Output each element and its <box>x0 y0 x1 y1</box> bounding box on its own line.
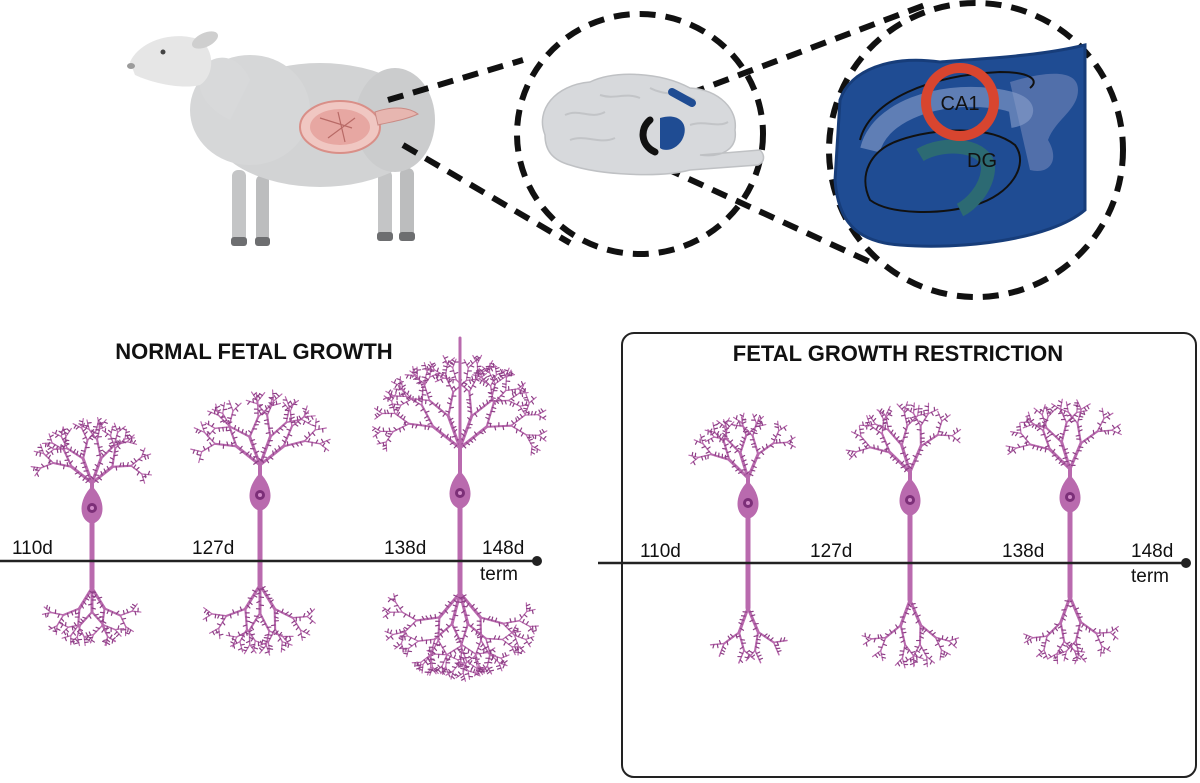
hippocampus-marker-icon <box>639 88 696 156</box>
dg-label: DG <box>967 150 997 172</box>
ca1-ring-icon <box>921 63 999 141</box>
fgr-timeline-endpoint <box>1181 558 1191 568</box>
fgr-panel-title: FETAL GROWTH RESTRICTION <box>733 341 1063 366</box>
normal-tick-110d: 110d <box>12 538 53 559</box>
hippocampus-zoom-circle <box>826 0 1126 300</box>
brain-icon <box>541 73 765 176</box>
fgr-neurons-group <box>688 398 1122 669</box>
neuron-icon <box>30 416 153 647</box>
ca1-label: CA1 <box>941 93 980 115</box>
neuron-icon <box>845 401 962 669</box>
normal-timeline-endpoint <box>532 556 542 566</box>
fgr-tick-148d: 148d <box>1131 541 1173 562</box>
fgr-panel-box <box>621 332 1197 778</box>
fgr-tick-110d: 110d <box>640 541 681 562</box>
normal-tick-148d: 148d <box>482 538 524 559</box>
normal-panel-title: NORMAL FETAL GROWTH <box>115 339 392 364</box>
zoom-connector-lines <box>387 2 927 265</box>
fgr-timeline: 110d 127d 138d 148d term <box>598 541 1191 587</box>
brain-zoom-circle <box>514 11 766 257</box>
neuron-icon <box>372 354 548 682</box>
normal-timeline: 110d 127d 138d 148d term <box>0 538 542 585</box>
sheep-icon <box>127 31 435 246</box>
normal-neurons-group <box>30 336 548 682</box>
fgr-tick-127d: 127d <box>810 541 852 562</box>
normal-term-label: term <box>480 564 518 585</box>
neuron-icon <box>688 412 796 664</box>
neuron-icon <box>1005 398 1122 665</box>
fgr-term-label: term <box>1131 566 1169 587</box>
fgr-tick-138d: 138d <box>1002 541 1044 562</box>
neuron-icon <box>190 389 331 656</box>
normal-tick-127d: 127d <box>192 538 234 559</box>
hippocampus-section-icon: CA1 DG <box>833 43 1087 248</box>
normal-tick-138d: 138d <box>384 538 426 559</box>
